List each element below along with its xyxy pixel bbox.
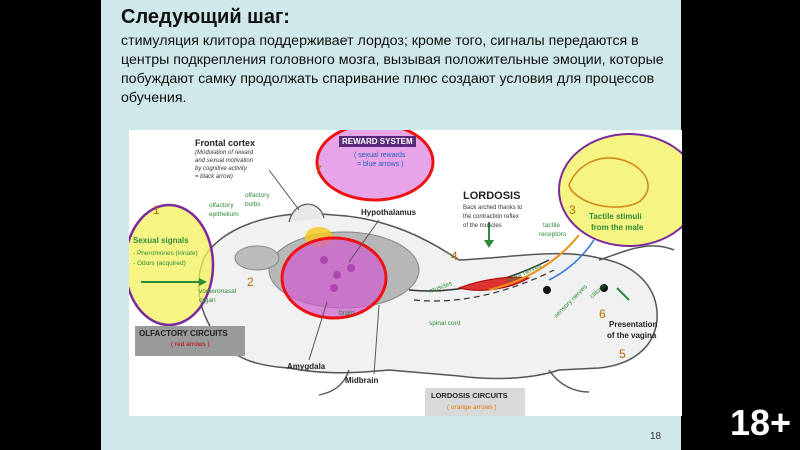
- olfactory-circuits-box: [135, 326, 245, 356]
- step-number-7: 7: [315, 163, 322, 177]
- olfactory-bulb-shape: [234, 245, 280, 271]
- lordosis-circuits-title: LORDOSIS CIRCUITS: [431, 391, 508, 400]
- tactile-stimuli-line-2: from the male: [591, 223, 644, 232]
- sexual-signals-highlight: [129, 203, 215, 327]
- step-number-5: 5: [619, 347, 626, 361]
- hypothalamus-leader: [348, 219, 380, 263]
- amygdala-label: Amygdala: [287, 362, 326, 371]
- lordosis-circuits-box: [425, 388, 525, 416]
- sexual-signals-title: Sexual signals: [133, 236, 189, 245]
- frontal-cortex-note-3: by cognitive activity: [195, 166, 247, 172]
- frontal-cortex-leader: [268, 169, 300, 211]
- male-rat-sketch: [568, 157, 649, 208]
- olfactory-circuits-title: OLFACTORY CIRCUITS: [139, 329, 228, 338]
- rat-tail: [598, 245, 675, 261]
- lordosis-note-3: of the muscles: [463, 223, 502, 229]
- olfactory-bulbs-label-1: olfactory: [245, 192, 270, 199]
- back-muscle: [457, 276, 531, 291]
- reward-system-note-1: ( sexual rewards: [354, 152, 406, 159]
- spinal-cord-label: spinal cord: [429, 320, 461, 327]
- reward-system-title: REWARD SYSTEM: [339, 136, 416, 148]
- brain-label: brain: [339, 310, 355, 317]
- clitoris-dot: [600, 284, 608, 292]
- step-number-3: 3: [569, 203, 576, 217]
- lordosis-circuits-note: ( orange arrows ): [447, 404, 497, 411]
- olfactory-epithelium-label-1: olfactory: [209, 202, 234, 209]
- frontal-cortex-title: Frontal cortex: [195, 138, 256, 148]
- rat-body-outline: [197, 212, 658, 380]
- reward-system-note-2: = blue arrows ): [357, 161, 404, 168]
- olfactory-bulbs-label-2: bulbs: [245, 201, 261, 208]
- vomeronasal-label-1: vomeronasal: [199, 288, 237, 295]
- tactile-receptors-label-1: tactile: [543, 222, 560, 229]
- lordosis-arrowhead: [484, 240, 494, 248]
- spinal-node: [543, 286, 551, 294]
- amygdala-leader: [308, 301, 328, 361]
- slide-body-text: стимуляция клитора поддерживает лордоз; …: [121, 33, 664, 106]
- step-number-1: 1: [153, 203, 160, 217]
- hypothalamus-label: Hypothalamus: [361, 208, 417, 217]
- frontal-cortex-note-4: = black arrow): [195, 174, 233, 180]
- rat-hind-leg: [548, 369, 590, 393]
- sexual-signals-item-1: - Pheromones (innate): [133, 250, 198, 257]
- midbrain-leader: [373, 304, 380, 375]
- rat-lordosis-diagram: Frontal cortex (Modulation of reward and…: [129, 130, 682, 416]
- presentation-line-2: of the vagina: [607, 331, 657, 340]
- step-number-4: 4: [451, 249, 458, 263]
- step-number-6: 6: [599, 307, 606, 321]
- presentation-line-1: Presentation: [609, 320, 658, 329]
- olfactory-epithelium-label-2: epithelium: [209, 211, 239, 218]
- rat-front-leg: [318, 369, 350, 396]
- age-rating-badge: 18+: [730, 402, 792, 443]
- sexual-signals-item-2: - Odors (acquired): [133, 260, 186, 267]
- signals-arrowhead: [199, 278, 207, 286]
- spinal-cord-dashed: [413, 269, 555, 302]
- slide-heading: Следующий шаг:: [121, 6, 290, 28]
- tactile-stimuli-line-1: Tactile stimuli: [589, 212, 642, 221]
- diagram-graphics: [129, 130, 682, 416]
- vomeronasal-label-2: organ: [199, 297, 216, 304]
- lordosis-note-2: the contraction reflex: [463, 214, 519, 220]
- page-number: 18: [650, 431, 662, 442]
- sensory-nerves-line: [548, 239, 595, 281]
- presentation-arrow: [616, 287, 630, 301]
- frontal-cortex-note-1: (Modulation of reward: [195, 150, 254, 156]
- tactile-receptors-label-2: receptors: [539, 231, 567, 238]
- lordosis-note-1: Back arched thanks to: [463, 205, 523, 211]
- midbrain-label: Midbrain: [345, 376, 379, 385]
- lordosis-title: LORDOSIS: [463, 190, 521, 202]
- motor-nerves-line: [488, 234, 580, 291]
- olfactory-circuits-note: ( red arrows ): [171, 341, 210, 348]
- reward-region-highlight: [280, 236, 388, 320]
- step-number-2: 2: [247, 275, 254, 289]
- slide: Следующий шаг: стимуляция клитора поддер…: [101, 0, 682, 450]
- frontal-cortex-note-2: and sexual motivation: [195, 158, 254, 164]
- reward-system-highlight: [315, 130, 435, 202]
